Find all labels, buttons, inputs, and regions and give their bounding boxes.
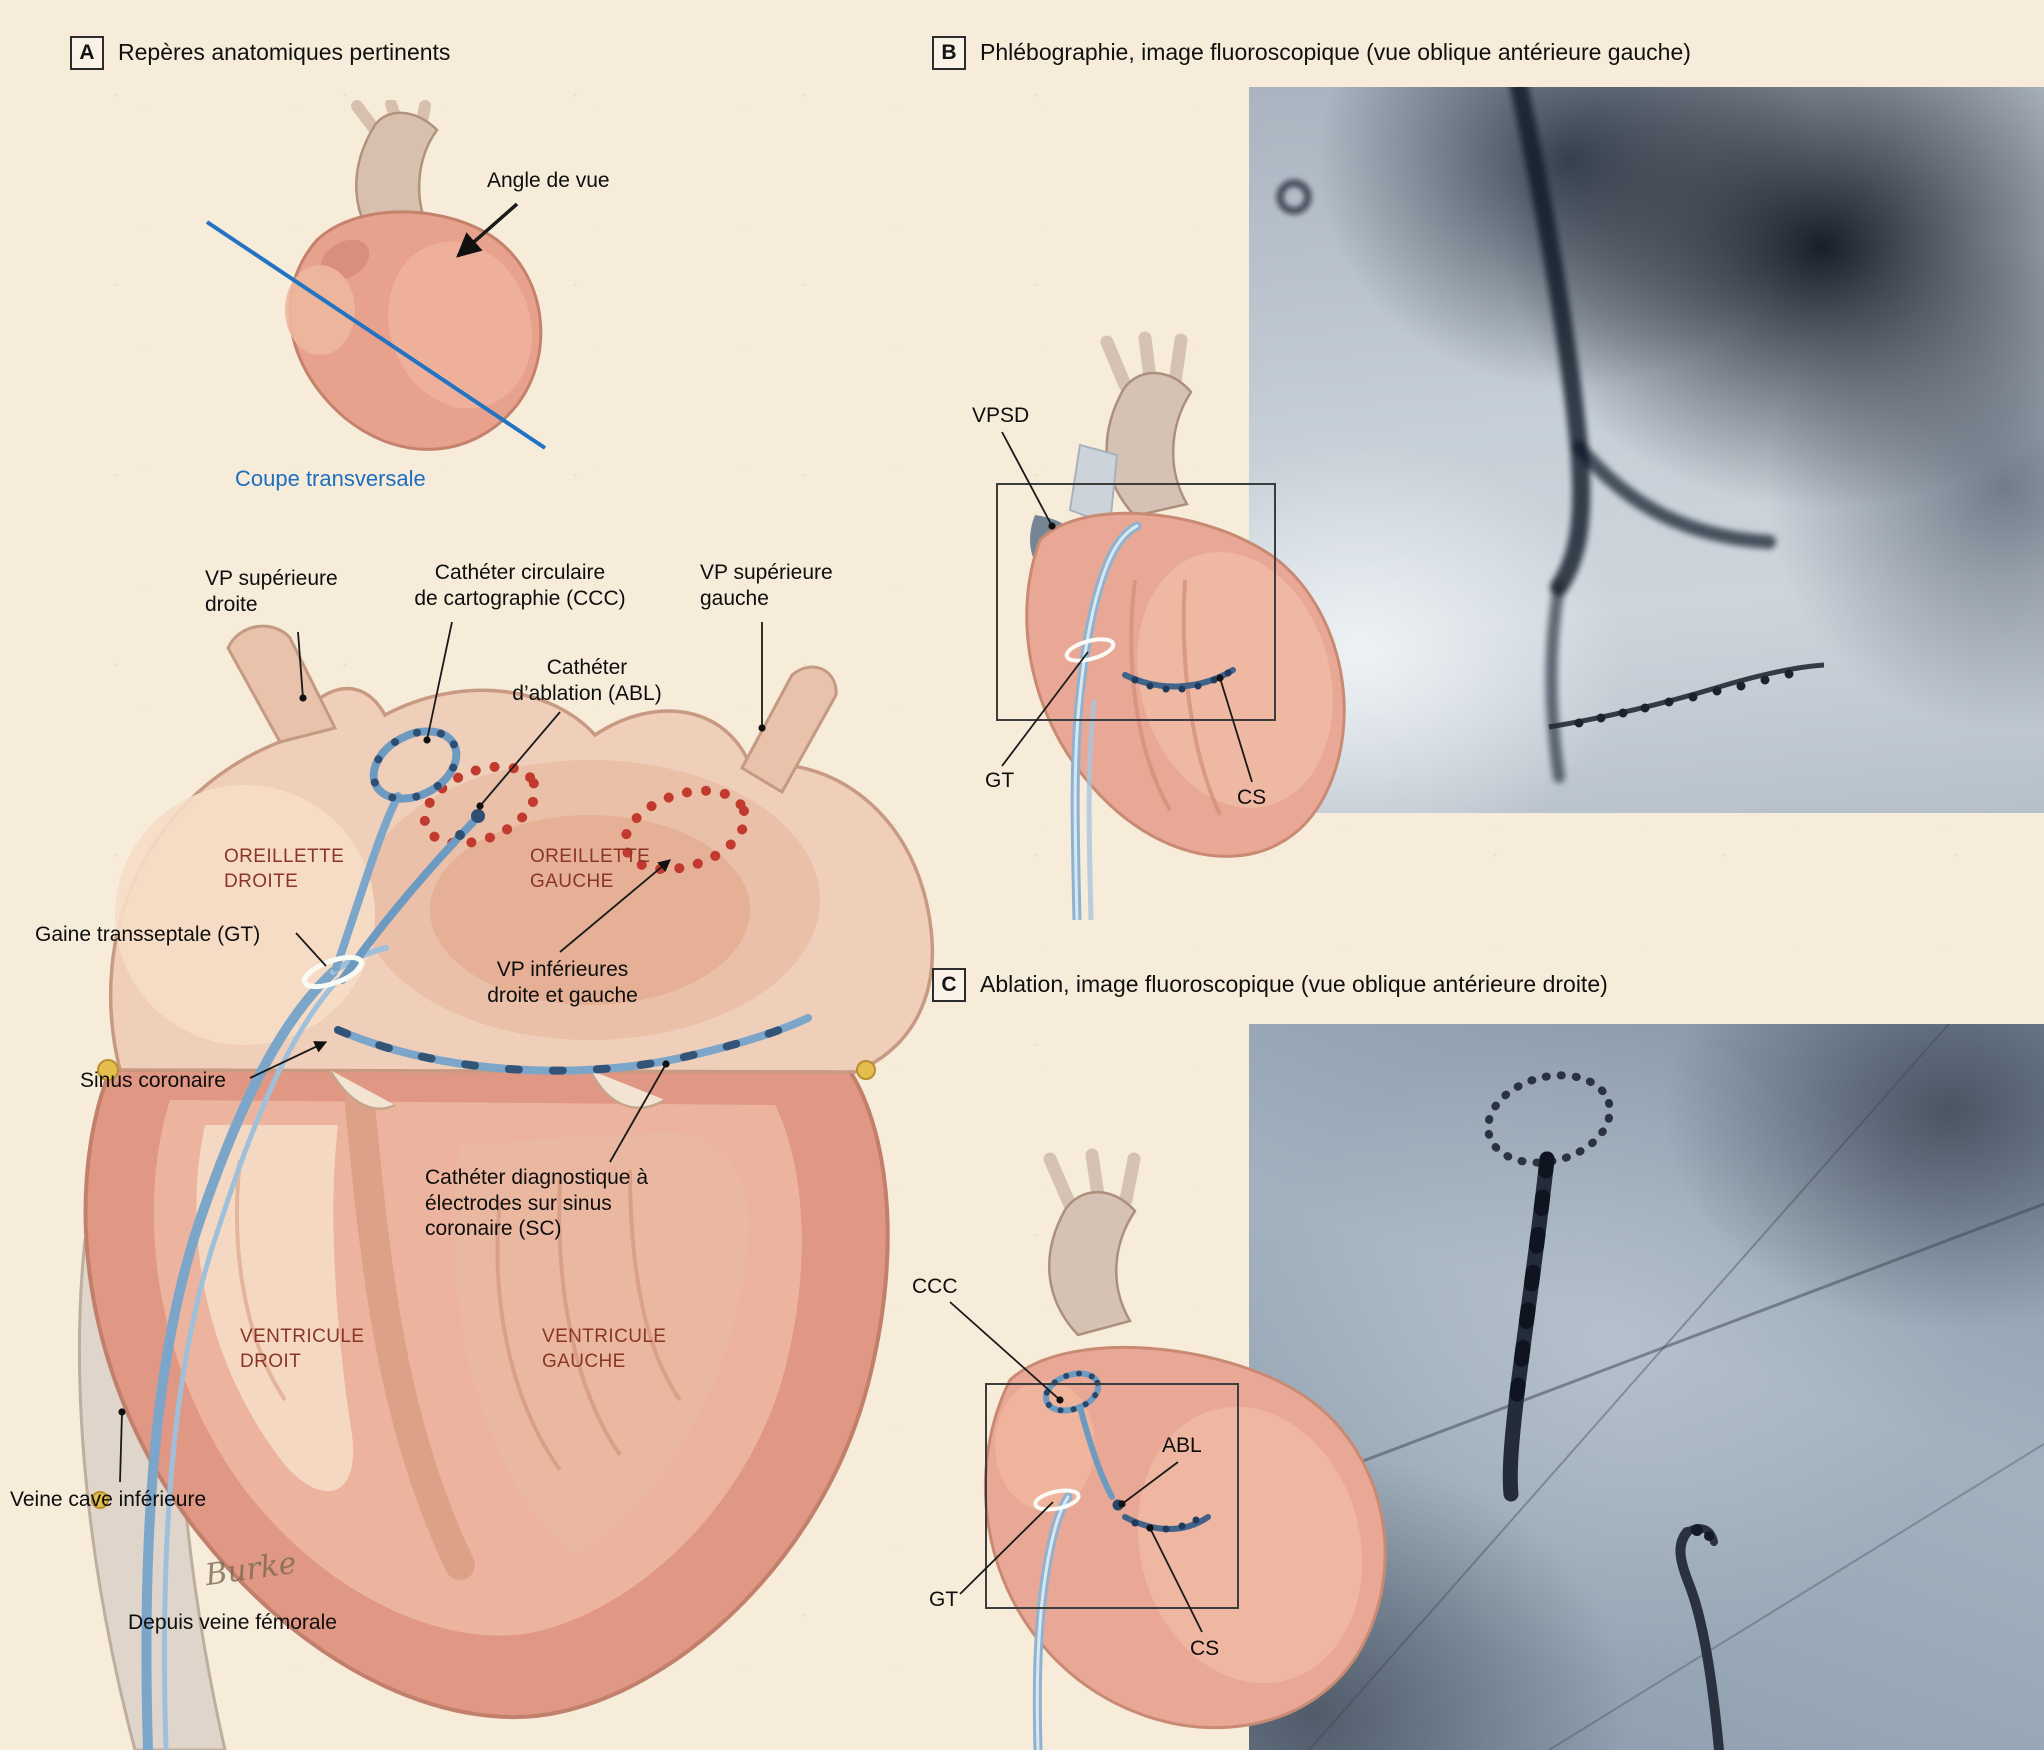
label-cs-b: CS [1237,786,1267,809]
cs-electrode-catheter-fluoro [1548,662,1825,730]
label-gaine-transseptale: Gaine transseptale (GT) [35,923,261,946]
orientation-heart-illustration [285,100,543,451]
trabeculae [235,1159,682,1472]
label-oreillette-gauche: OREILLETTE GAUCHE [530,846,651,892]
right-superior-pv [226,624,338,744]
label-oreillette-droite: OREILLETTE DROITE [224,846,345,892]
transseptal-sheath-oval [302,954,364,990]
panel-a-title: Repères anatomiques pertinents [118,39,451,65]
label-ventricule-gauche: VENTRICULE GAUCHE [542,1326,667,1372]
cross-section-heart-illustration [77,624,934,1750]
label-vpsd: VPSD [972,404,1030,427]
lesion-ring-left-pvs [619,785,751,875]
label-catheter-ablation-abl: Cathéter d’ablation (ABL) [512,656,662,705]
right-atrium-bulge [285,265,355,355]
label-ventricule-droit: VENTRICULE DROIT [240,1326,365,1372]
heart-illustration-panel-b [1025,331,1346,920]
catheter-shaft [1077,1404,1115,1500]
fluoro-c-detail [1247,1023,2044,1750]
fluoro-b-detail [1277,78,1825,783]
label-vp-superieure-gauche: VP supérieure gauche [700,561,833,610]
contrast-vein-branch [1572,440,1776,549]
surface-striations [1129,579,1222,816]
label-vp-superieure-droite: VP supérieure droite [205,567,338,616]
fov-rectangle-c [985,1383,1239,1609]
label-sinus-coronaire: Sinus coronaire [80,1069,226,1092]
aorta [1048,1190,1137,1337]
circular-mapping-catheter-fluoro [1484,1071,1614,1167]
aortic-arch-branches [1100,331,1188,392]
radiopaque-marker-ring [1277,180,1311,214]
aortic-arch-branches [1043,1148,1141,1212]
panel-c-title: Ablation, image fluoroscopique (vue obli… [980,971,1608,997]
fov-rectangle-b [996,483,1276,721]
label-gt-c: GT [929,1588,959,1611]
guide-wires [1247,1023,2044,1750]
fluoroscopy-image-ablation [1247,1023,2044,1750]
contrast-vein-lower [1545,581,1565,783]
circular-mapping-catheter [332,727,461,972]
panel-b-tag: B [932,36,966,70]
right-atrium-shade [115,785,375,1045]
label-cs-c: CS [1190,1637,1220,1660]
label-catheter-circulaire-ccc: Cathéter circulaire de cartographie (CCC… [414,561,626,610]
label-catheter-sc: Cathéter diagnostique à électrodes sur s… [425,1166,648,1241]
label-depuis-veine-femorale: Depuis veine fémorale [128,1611,337,1634]
fluoroscopy-image-venography [1249,78,2044,813]
left-superior-pv [740,665,838,795]
label-abl-c: ABL [1162,1434,1202,1457]
label-angle-de-vue: Angle de vue [487,169,610,192]
left-ventricle-cavity [454,1132,749,1555]
panel-c-tag: C [932,968,966,1002]
ablation-catheter-fluoro [1502,1151,1555,1502]
contrast-vein-main [1510,78,1591,596]
label-coupe-transversale: Coupe transversale [235,466,426,491]
label-veine-cave-inferieure: Veine cave inférieure [10,1488,207,1511]
label-vp-inferieures: VP inférieures droite et gauche [487,958,638,1007]
label-gt-b: GT [985,769,1015,792]
panel-b-title: Phlébographie, image fluoroscopique (vue… [980,39,1691,65]
interventricular-septum [345,1090,475,1580]
cs-catheter-fluoro [1675,1524,1724,1750]
label-ccc-c: CCC [912,1275,958,1298]
panel-a-tag: A [70,36,104,70]
epicardial-fat [91,1059,876,1509]
